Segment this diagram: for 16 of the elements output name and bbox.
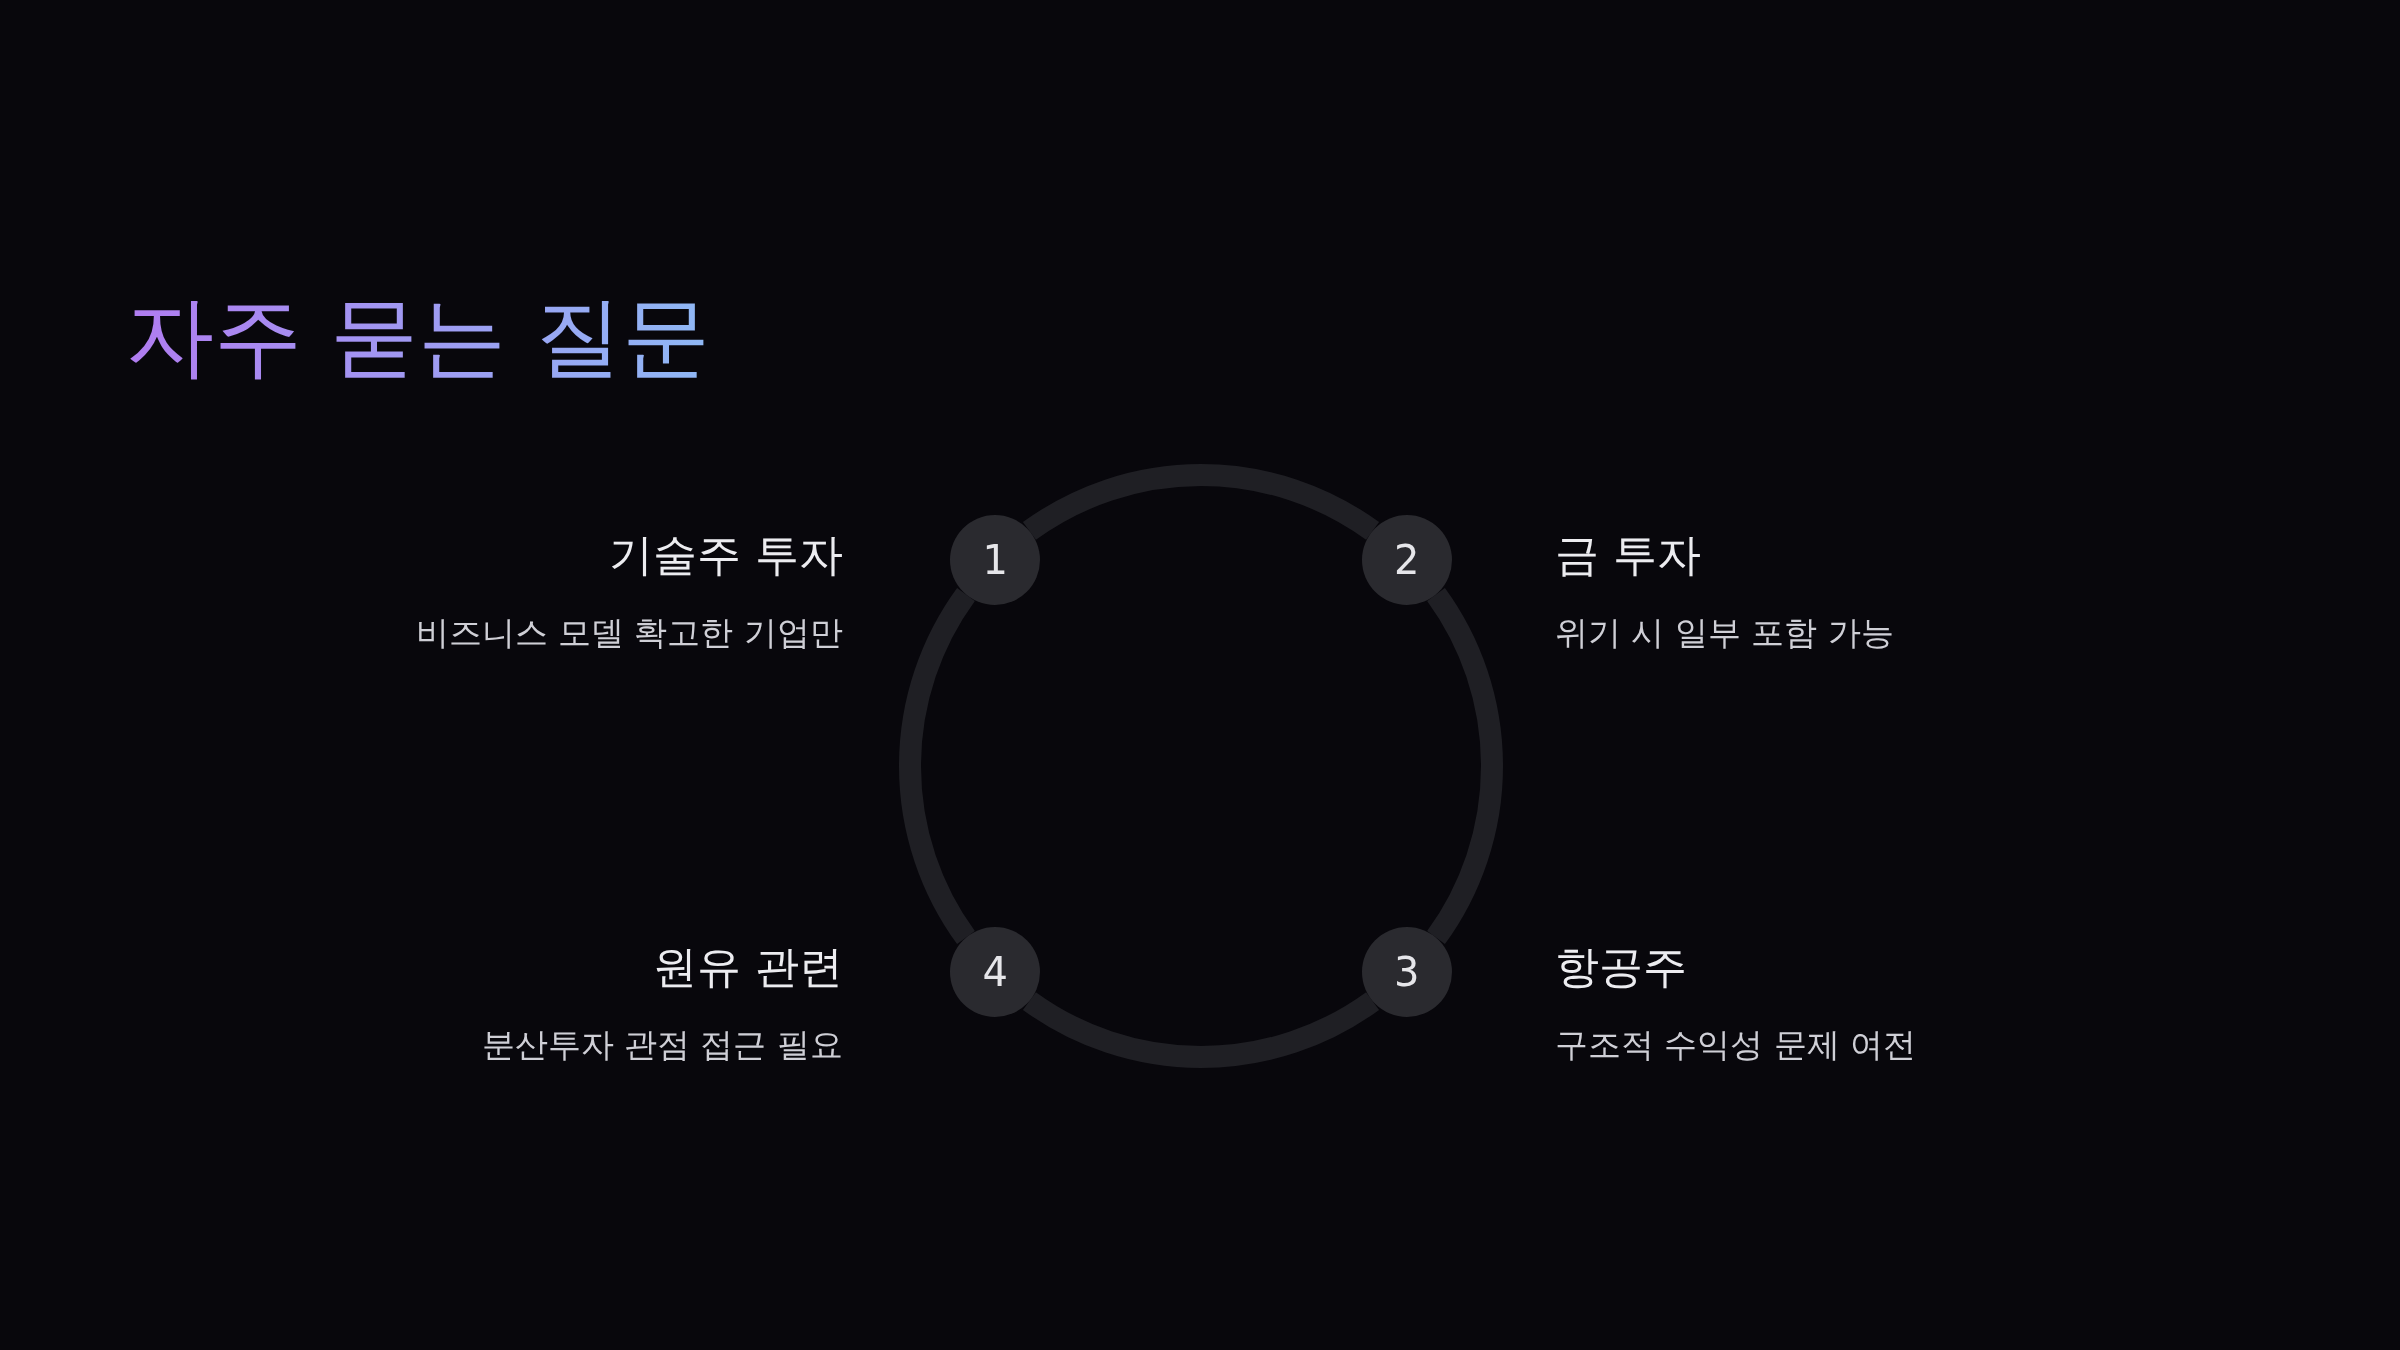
ring-arc [1426, 588, 1503, 944]
item-heading: 금 투자 [1555, 528, 1702, 583]
number-circle: 2 [1361, 515, 1452, 606]
ring-arc [1023, 991, 1379, 1068]
item-description: 비즈니스 모델 확고한 기업만 [414, 612, 843, 655]
number-circle: 4 [950, 926, 1041, 1017]
item-description: 위기 시 일부 포함 가능 [1555, 612, 1895, 655]
item-description: 분산투자 관점 접근 필요 [480, 1023, 843, 1066]
ring-arc [1023, 464, 1379, 541]
number-circle: 3 [1361, 926, 1452, 1017]
item-heading: 원유 관련 [652, 939, 843, 994]
item-heading: 항공주 [1555, 939, 1688, 994]
item-description: 구조적 수익성 문제 여전 [1555, 1023, 1918, 1066]
item-heading: 기술주 투자 [608, 528, 843, 583]
ring-arc [899, 588, 976, 944]
number-circle: 1 [950, 515, 1041, 606]
